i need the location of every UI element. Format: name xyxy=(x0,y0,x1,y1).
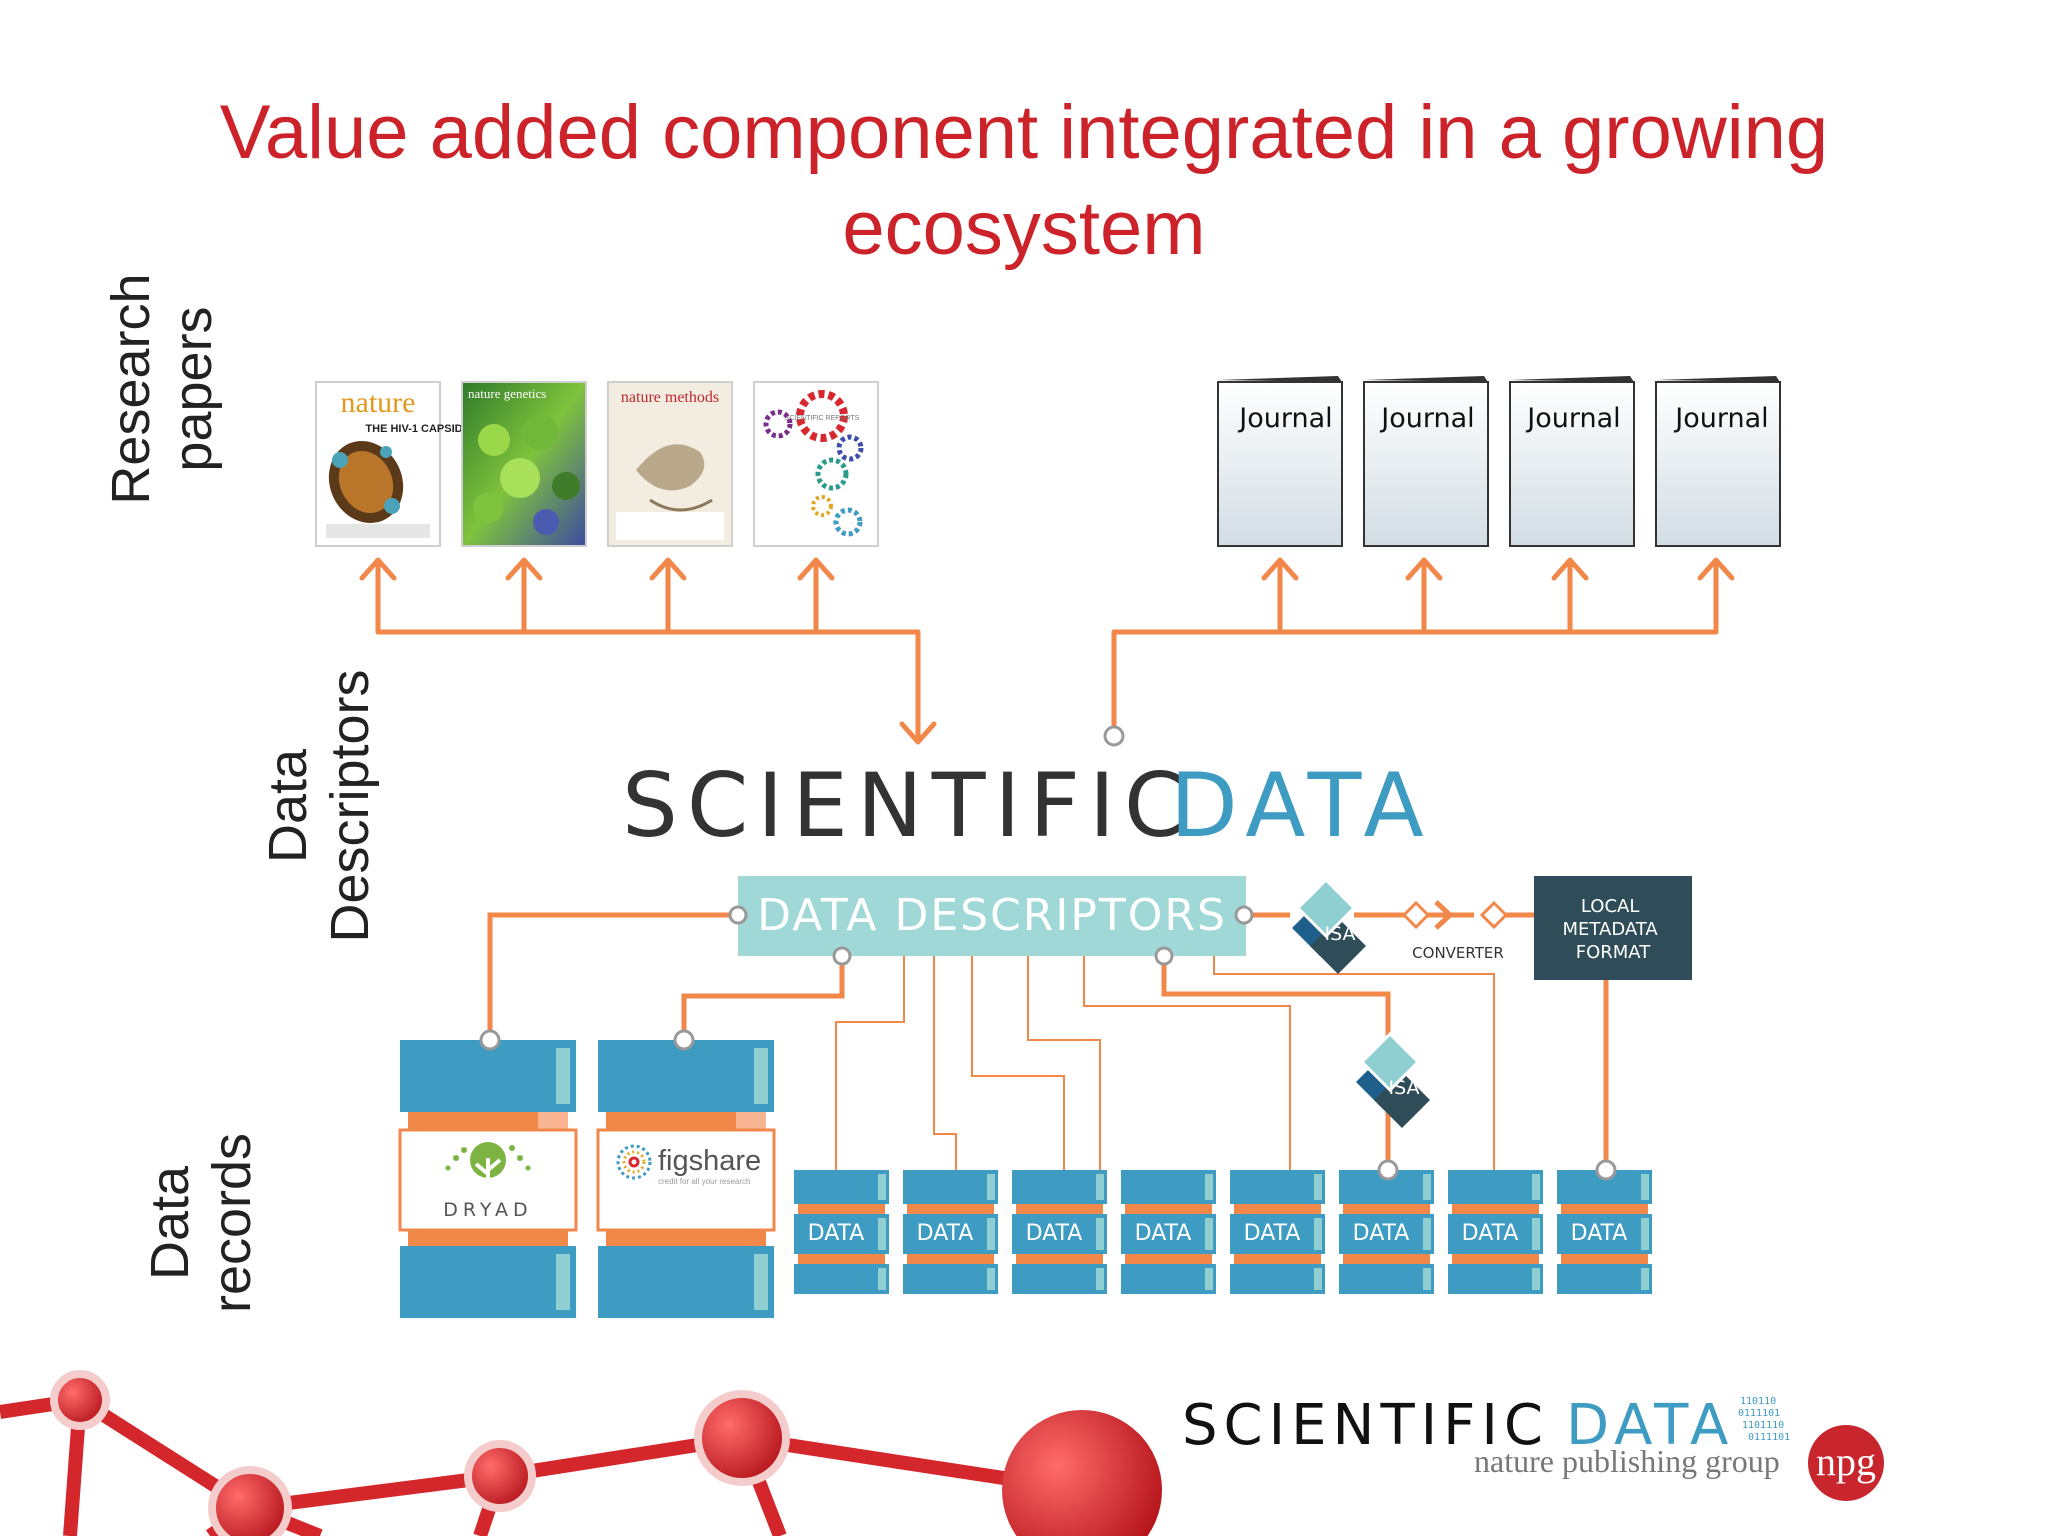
journal-3-label: Journal xyxy=(1525,403,1620,434)
logo-scientific: SCIENTIFIC xyxy=(622,754,1194,857)
data-stack-3: DATA xyxy=(1012,1170,1107,1294)
footer-publisher: nature publishing group xyxy=(1474,1443,1780,1479)
data-stack-3-label: DATA xyxy=(1026,1221,1083,1246)
molecule-decoration xyxy=(0,1370,1162,1536)
journals-connector-node xyxy=(1103,725,1125,747)
node-data-6 xyxy=(1377,1159,1399,1181)
logo-data: DATA xyxy=(1170,754,1433,857)
data-descriptors-box: DATA DESCRIPTORS xyxy=(738,876,1246,956)
data-stack-7: DATA xyxy=(1448,1170,1543,1294)
footer-scientific: SCIENTIFIC xyxy=(1182,1393,1549,1458)
journal-4: Journal xyxy=(1655,376,1781,547)
node-dryad xyxy=(479,1029,501,1051)
figshare-label: figshare xyxy=(658,1145,761,1177)
footer-brand: SCIENTIFIC DATA 110110 0111101 1101110 0… xyxy=(1182,1393,1884,1501)
converter-label: CONVERTER xyxy=(1412,944,1504,962)
local-metadata-box: LOCAL METADATA FORMAT xyxy=(1534,876,1692,980)
journal-3: Journal xyxy=(1509,376,1635,547)
data-stack-1-label: DATA xyxy=(808,1221,865,1246)
slide-title: Value added component integrated in a gr… xyxy=(219,90,1829,271)
cover-nature-methods: nature methods xyxy=(607,381,733,547)
data-stack-6: DATA xyxy=(1339,1170,1434,1294)
cover-nature: nature THE HIV-1 CAPSID xyxy=(315,381,463,547)
data-stack-7-label: DATA xyxy=(1462,1221,1519,1246)
data-stack-2: DATA xyxy=(903,1170,998,1294)
isa-diamond-top: ISA xyxy=(1290,878,1368,976)
data-stack-4: DATA xyxy=(1121,1170,1216,1294)
data-stack-8: DATA xyxy=(1557,1170,1652,1294)
repository-dryad: DRYAD xyxy=(398,1038,578,1320)
journal-2: Journal xyxy=(1363,376,1489,547)
journal-1-label: Journal xyxy=(1237,403,1332,434)
data-stack-6-label: DATA xyxy=(1353,1221,1410,1246)
cover-nature-genetics: nature genetics xyxy=(461,381,587,547)
footer-data: DATA xyxy=(1566,1393,1734,1458)
cover-genetics-masthead: nature genetics xyxy=(468,386,546,401)
arrows-to-journals xyxy=(1111,557,1735,729)
data-stack-8-label: DATA xyxy=(1571,1221,1628,1246)
node-figshare-stack xyxy=(673,1029,695,1051)
data-descriptors-label: DATA DESCRIPTORS xyxy=(757,890,1227,941)
data-stack-1: DATA xyxy=(794,1170,889,1294)
node-data-8 xyxy=(1595,1159,1617,1181)
cover-reports-masthead: SCIENTIFIC REPORTS xyxy=(785,415,860,422)
journal-1: Journal xyxy=(1217,376,1343,547)
node-right xyxy=(1234,905,1254,925)
local-metadata-label: LOCAL METADATA FORMAT xyxy=(1563,896,1664,963)
cover-scientific-reports: SCIENTIFIC REPORTS xyxy=(753,381,879,547)
cover-nature-masthead: nature xyxy=(341,386,416,419)
data-stack-5: DATA xyxy=(1230,1170,1325,1294)
footer-binary: 110110 0111101 1101110 0111101 xyxy=(1738,1396,1790,1443)
npg-logo: npg xyxy=(1816,1439,1876,1484)
cover-methods-masthead: nature methods xyxy=(621,389,719,406)
figshare-tagline: credit for all your research xyxy=(658,1177,750,1186)
isa-diamond-lower: ISA xyxy=(1354,1032,1432,1130)
isa-lower-label: ISA xyxy=(1388,1077,1419,1099)
node-figshare xyxy=(832,946,852,966)
journal-4-label: Journal xyxy=(1673,403,1768,434)
data-stack-5-label: DATA xyxy=(1244,1221,1301,1246)
arrows-to-nature-journals xyxy=(359,557,937,745)
cover-nature-headline: THE HIV-1 CAPSID xyxy=(365,423,462,435)
node-left xyxy=(728,905,748,925)
journal-2-label: Journal xyxy=(1379,403,1474,434)
data-stack-4-label: DATA xyxy=(1135,1221,1192,1246)
node-isa xyxy=(1154,946,1174,966)
dryad-label: DRYAD xyxy=(443,1199,532,1221)
isa-top-label: ISA xyxy=(1324,923,1355,945)
data-stack-2-label: DATA xyxy=(917,1221,974,1246)
repository-figshare: figshare credit for all your research xyxy=(596,1038,776,1320)
